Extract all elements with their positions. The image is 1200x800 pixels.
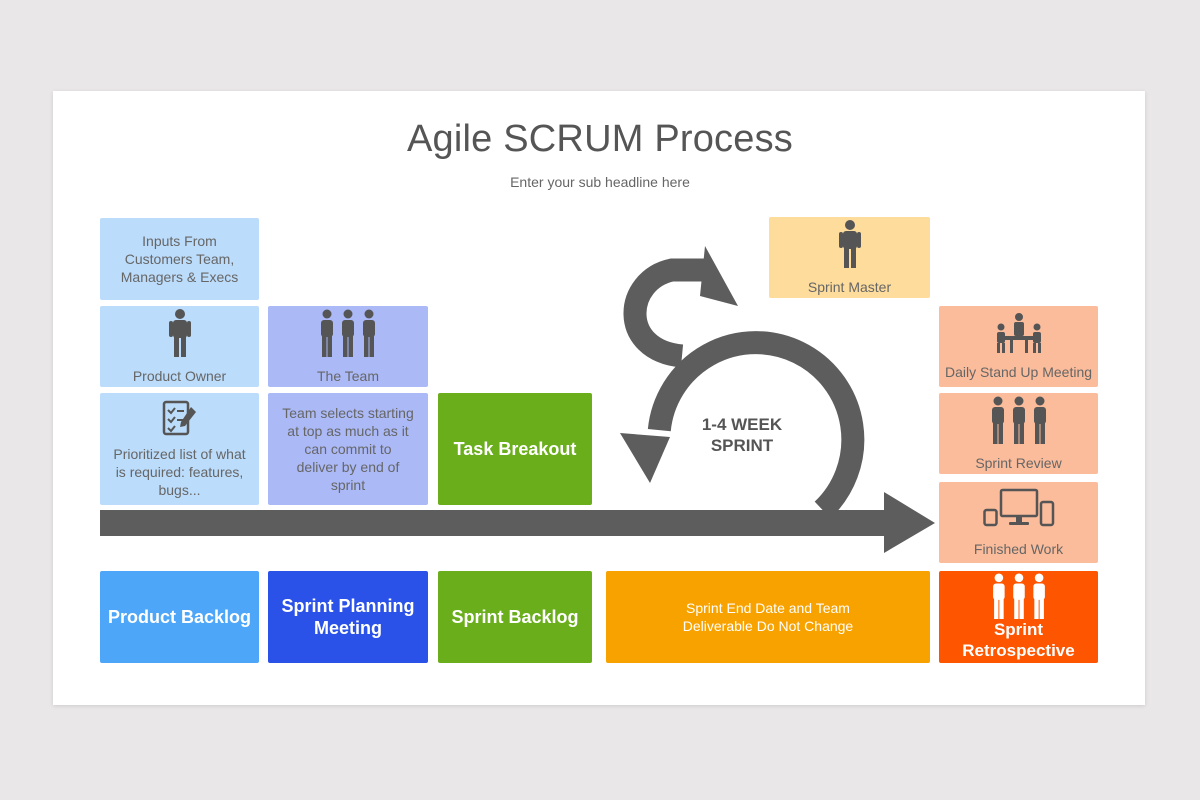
team-icon (992, 573, 1045, 619)
sprint-planning-label: Sprint Planning Meeting (281, 596, 415, 638)
prioritized-box: Prioritized list of what is required: fe… (100, 393, 259, 505)
sprint-length-label: 1-4 WEEK SPRINT (701, 415, 783, 455)
daily-standup-label: Daily Stand Up Meeting (944, 363, 1093, 380)
team-selects-text: Team selects starting at top as much as … (282, 405, 414, 493)
team-icon (991, 396, 1046, 444)
finished-work-box: Finished Work (939, 482, 1098, 563)
the-team-box: The Team (268, 306, 428, 387)
team-icon (321, 309, 375, 357)
the-team-label: The Team (317, 367, 379, 384)
prioritized-text: Prioritized list of what is required: fe… (113, 446, 246, 498)
sprint-end-text: Sprint End Date and Team Deliverable Do … (682, 600, 854, 634)
sprint-master-label: Sprint Master (807, 278, 892, 295)
sprint-master-box: Sprint Master (769, 217, 930, 298)
page-title: Agile SCRUM Process (406, 118, 793, 160)
person-icon (838, 219, 861, 268)
task-breakout-label: Task Breakout (453, 439, 577, 459)
page-subtitle: Enter your sub headline here (510, 174, 690, 190)
checklist-icon (162, 400, 196, 436)
sprint-backlog-box: Sprint Backlog (438, 571, 592, 663)
team-selects-box: Team selects starting at top as much as … (268, 393, 428, 505)
sprint-planning-box: Sprint Planning Meeting (268, 571, 428, 663)
product-backlog-label: Product Backlog (107, 607, 252, 627)
sprint-review-box: Sprint Review (939, 393, 1098, 474)
person-icon (168, 308, 191, 357)
timeline-arrow (100, 492, 935, 553)
task-breakout-box: Task Breakout (438, 393, 592, 505)
product-owner-label: Product Owner (132, 367, 227, 384)
sprint-end-box: Sprint End Date and Team Deliverable Do … (606, 571, 930, 663)
daily-standup-box: Daily Stand Up Meeting (939, 306, 1098, 387)
sprint-review-label: Sprint Review (975, 454, 1062, 471)
finished-work-label: Finished Work (973, 540, 1064, 557)
sprint-backlog-label: Sprint Backlog (451, 607, 579, 627)
sprint-retrospective-box: Sprint Retrospective (939, 571, 1098, 663)
loop-arrow-icon (620, 246, 865, 519)
devices-icon (982, 488, 1054, 526)
sprint-retrospective-label: Sprint Retrospective (962, 620, 1075, 660)
inputs-text: Inputs From Customers Team, Managers & E… (120, 233, 239, 285)
inputs-box: Inputs From Customers Team, Managers & E… (100, 218, 259, 300)
product-owner-box: Product Owner (100, 306, 259, 387)
product-backlog-box: Product Backlog (100, 571, 259, 663)
meeting-icon (996, 312, 1041, 353)
